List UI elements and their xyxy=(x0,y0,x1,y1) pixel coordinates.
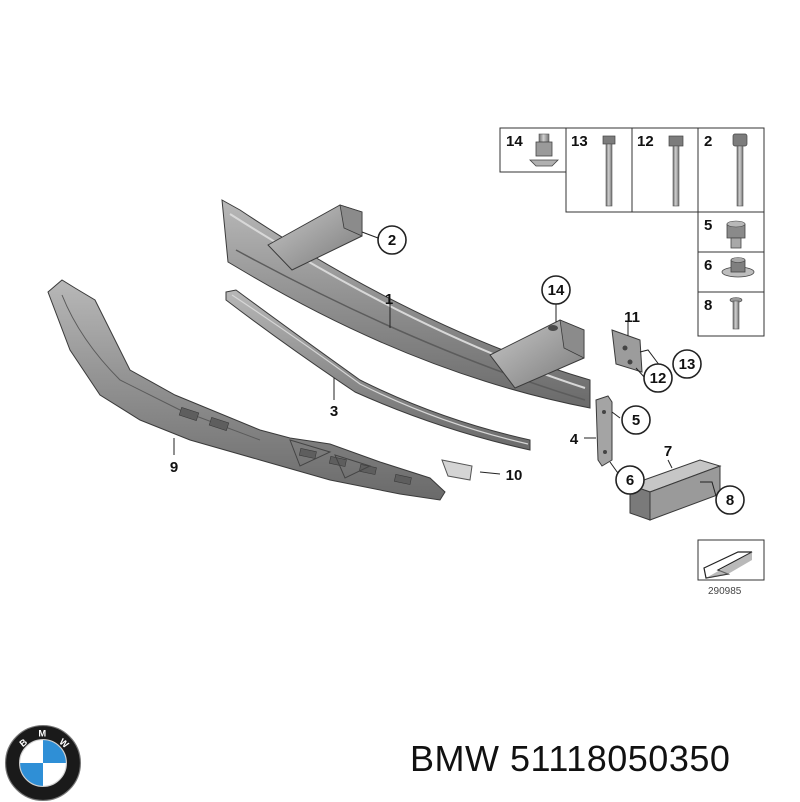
reference-code: 290985 xyxy=(708,586,742,597)
svg-text:8: 8 xyxy=(704,297,712,314)
part-number-caption: BMW 51118050350 xyxy=(410,738,730,780)
svg-text:12: 12 xyxy=(637,133,654,150)
callout-14: 14 xyxy=(541,275,571,305)
svg-text:13: 13 xyxy=(571,133,588,150)
hardware-cell-8: 8 xyxy=(704,297,743,330)
reinforcement-strip-part xyxy=(225,289,531,451)
hardware-cell-12: 12 xyxy=(637,133,684,207)
label-3: 3 xyxy=(330,403,338,420)
hardware-cell-6: 6 xyxy=(704,257,755,278)
label-4: 4 xyxy=(570,431,579,448)
reference-box: 290985 xyxy=(697,539,765,597)
hardware-cell-5: 5 xyxy=(704,217,746,249)
hardware-table: 14 13 12 2 5 6 xyxy=(499,127,765,337)
absorber-part xyxy=(47,279,446,501)
svg-text:8: 8 xyxy=(726,492,734,509)
holder-part xyxy=(595,395,613,467)
callout-2: 2 xyxy=(377,225,407,255)
clip-part xyxy=(441,459,473,481)
label-7: 7 xyxy=(664,443,672,460)
svg-text:6: 6 xyxy=(626,472,634,489)
callout-5: 5 xyxy=(621,405,651,435)
part-number: 51118050350 xyxy=(510,738,731,779)
svg-text:5: 5 xyxy=(632,412,640,429)
svg-text:12: 12 xyxy=(650,370,667,387)
hardware-cell-14: 14 xyxy=(506,133,559,167)
svg-text:5: 5 xyxy=(704,217,712,234)
svg-text:14: 14 xyxy=(506,133,523,150)
bumper-carrier-part xyxy=(221,199,591,409)
impact-block-part xyxy=(628,459,722,521)
label-9: 9 xyxy=(170,459,178,476)
hardware-cell-2: 2 xyxy=(704,133,748,207)
svg-text:2: 2 xyxy=(388,232,396,249)
callout-12: 12 xyxy=(643,363,673,393)
callout-8: 8 xyxy=(715,485,745,515)
svg-text:14: 14 xyxy=(548,282,565,299)
label-10: 10 xyxy=(506,467,523,484)
svg-text:13: 13 xyxy=(679,356,696,373)
logo-letter-b: B xyxy=(18,737,30,749)
label-1: 1 xyxy=(385,291,393,308)
callout-13: 13 xyxy=(672,349,702,379)
label-11: 11 xyxy=(624,309,640,326)
bracket-part xyxy=(611,329,643,373)
callout-6: 6 xyxy=(615,465,645,495)
leader-lines xyxy=(173,231,717,497)
logo-letter-m: M xyxy=(38,728,46,738)
svg-text:2: 2 xyxy=(704,133,712,150)
svg-text:6: 6 xyxy=(704,257,712,274)
bmw-logo: B M W xyxy=(4,724,82,802)
brand-name: BMW xyxy=(410,738,500,779)
hardware-cell-13: 13 xyxy=(571,133,616,207)
